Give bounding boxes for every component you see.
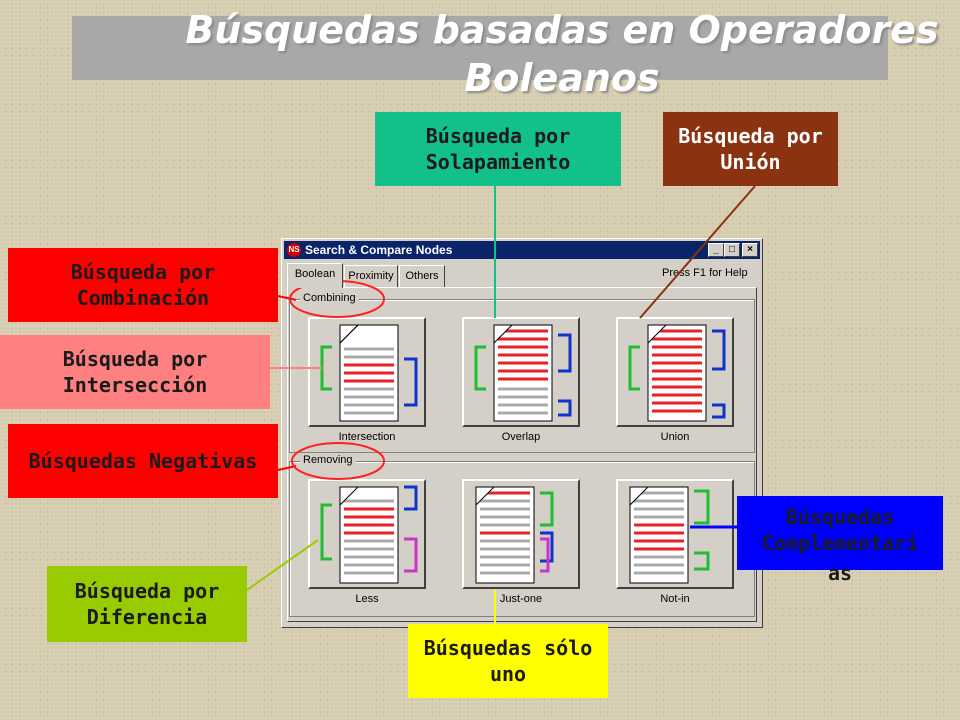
intersection-label: Intersection	[338, 431, 396, 443]
less-label: Less	[355, 593, 379, 605]
callout-complementarias: Búsquedas Complementari as	[737, 496, 943, 585]
just-one-label: Just-one	[499, 593, 543, 605]
overlap-icon	[474, 324, 572, 422]
dialog-titlebar[interactable]: NS Search & Compare Nodes _ □ ×	[284, 241, 760, 259]
minimize-button[interactable]: _	[708, 243, 724, 257]
overlap-label: Overlap	[501, 431, 541, 443]
intersection-icon	[320, 324, 418, 422]
help-hint: Press F1 for Help	[662, 267, 748, 279]
just-one-icon	[475, 486, 554, 584]
removing-group-label: Removing	[300, 454, 356, 466]
callout-solo-uno: Búsquedas sólo uno	[408, 624, 608, 698]
search-compare-dialog: NS Search & Compare Nodes _ □ × Boolean …	[281, 238, 763, 628]
less-icon	[320, 485, 418, 584]
callout-negativas: Búsquedas Negativas	[8, 424, 278, 498]
not-in-icon	[629, 486, 710, 584]
callout-combinacion: Búsqueda por Combinación	[8, 248, 278, 322]
tab-others[interactable]: Others	[399, 265, 445, 287]
maximize-button[interactable]: □	[724, 243, 740, 257]
tab-proximity[interactable]: Proximity	[344, 265, 398, 287]
union-label: Union	[660, 431, 690, 443]
overlap-button[interactable]	[462, 317, 580, 427]
less-button[interactable]	[308, 479, 426, 589]
just-one-button[interactable]	[462, 479, 580, 589]
callout-interseccion: Búsqueda por Intersección	[0, 335, 270, 409]
boolean-tab-panel	[287, 287, 757, 622]
not-in-label: Not-in	[660, 593, 690, 605]
tab-boolean[interactable]: Boolean	[287, 263, 343, 288]
callout-diferencia: Búsqueda por Diferencia	[47, 566, 247, 642]
callout-complementarias-line1: Búsquedas	[785, 505, 895, 529]
callout-solapamiento: Búsqueda por Solapamiento	[375, 112, 621, 186]
intersection-button[interactable]	[308, 317, 426, 427]
combining-group-label: Combining	[300, 292, 359, 304]
not-in-button[interactable]	[616, 479, 734, 589]
callout-union: Búsqueda por Unión	[663, 112, 838, 186]
slide-title: Búsquedas basadas en Operadores Boleanos	[185, 8, 939, 100]
app-icon: NS	[287, 243, 301, 257]
close-button[interactable]: ×	[742, 243, 758, 257]
union-icon	[628, 324, 726, 422]
callout-complementarias-line2: Complementari	[761, 531, 919, 555]
callout-complementarias-line3: as	[827, 561, 853, 585]
slide-title-bar: Búsquedas basadas en Operadores Boleanos	[72, 8, 939, 100]
union-button[interactable]	[616, 317, 734, 427]
dialog-title: Search & Compare Nodes	[305, 243, 453, 257]
